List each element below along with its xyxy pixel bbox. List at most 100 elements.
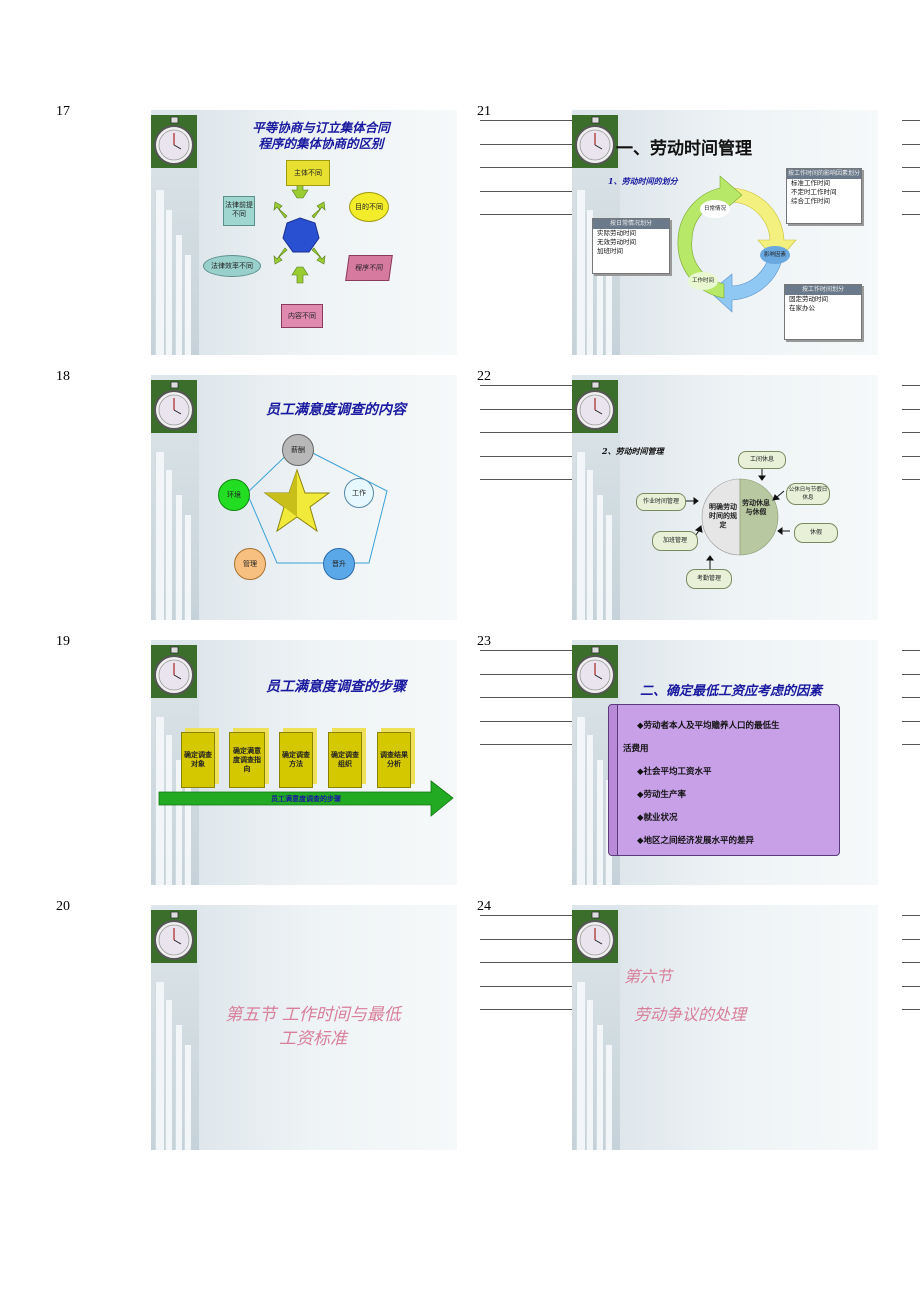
bullet-item: ◆劳动生产率 xyxy=(637,790,687,800)
note-line xyxy=(902,143,920,145)
note-line xyxy=(480,143,572,145)
box-程序不同: 程序不同 xyxy=(345,255,393,281)
cycle-label: 工作时间 xyxy=(688,272,718,290)
note-line xyxy=(902,455,920,457)
note-line xyxy=(902,938,920,940)
slide-title: 程序的集体协商的区别 xyxy=(258,136,384,151)
pill-公休日: 公休日与节假日休息 xyxy=(786,483,830,505)
slide-number: 22 xyxy=(477,369,491,384)
note-line xyxy=(902,1009,920,1010)
bullet-item: ◆就业状况 xyxy=(637,813,678,823)
slide-23[interactable]: 二、确定最低工资应考虑的因素 ◆劳动者本人及平均赡养人口的最低生 活费用 ◆社会… xyxy=(572,640,878,885)
circle-left-text: 明确劳动时间的规定 xyxy=(709,503,737,529)
info-box-daily: 按日常情况划分 实际劳动时间 无效劳动时间 加班时间 xyxy=(592,218,670,274)
pill-加班管理: 加班管理 xyxy=(652,531,698,551)
pill-休假: 休假 xyxy=(794,523,838,543)
circle-right-text: 劳动休息与休假 xyxy=(742,499,770,516)
center-circle xyxy=(684,468,790,571)
stopwatch-icon xyxy=(151,910,197,963)
box-内容不同: 内容不同 xyxy=(281,304,323,328)
note-line xyxy=(902,385,920,386)
note-line xyxy=(902,120,920,121)
step-box: 确定满意度调查指向 xyxy=(229,732,265,788)
step-box: 调查结果分析 xyxy=(377,732,411,788)
slide-number: 24 xyxy=(477,899,491,914)
note-line xyxy=(480,985,572,987)
slide-22[interactable]: 2、劳动时间管理 明确劳动时间的规定 劳动休息与休假 工间休息 公休日与节假日休… xyxy=(572,375,878,620)
note-line xyxy=(480,167,572,168)
slide-title: 第六节 xyxy=(624,967,673,986)
node-环境: 环境 xyxy=(218,479,250,511)
process-arrow xyxy=(158,780,454,817)
slide-24[interactable]: 第六节 劳动争议的处理 xyxy=(572,905,878,1150)
slide-title: 第五节 工作时间与最低 xyxy=(225,1005,401,1025)
info-item: 无效劳动时间 xyxy=(597,238,636,246)
step-box: 确定调查方法 xyxy=(279,732,313,788)
note-line xyxy=(902,720,920,722)
slide-20[interactable]: 第五节 工作时间与最低 工资标准 xyxy=(151,905,457,1150)
note-line xyxy=(902,190,920,192)
slide-subtitle: 1、劳动时间的划分 xyxy=(608,176,678,186)
box-法律前提不同: 法律前提不同 xyxy=(223,196,255,226)
pill-工间休息: 工间休息 xyxy=(738,451,786,469)
note-line xyxy=(480,673,572,675)
info-box-title: 按工作时间划分 xyxy=(785,285,861,295)
note-line xyxy=(902,214,920,215)
info-item: 实际劳动时间 xyxy=(597,229,636,237)
note-line xyxy=(480,650,572,651)
arrow-label: 员工满意度调查的步骤 xyxy=(271,795,341,803)
slide-number: 23 xyxy=(477,634,491,649)
bullet-item: ◆劳动者本人及平均赡养人口的最低生 xyxy=(637,721,780,731)
stopwatch-icon xyxy=(151,380,197,433)
scroll-panel: ◆劳动者本人及平均赡养人口的最低生 活费用 ◆社会平均工资水平 ◆劳动生产率 ◆… xyxy=(608,704,840,856)
slide-subtitle: 劳动争议的处理 xyxy=(634,1005,747,1024)
info-item: 标准工作时间 xyxy=(791,179,830,187)
cycle-label: 日常情况 xyxy=(700,200,730,218)
bullet-item: ◆社会平均工资水平 xyxy=(637,767,712,777)
slide-title: 员工满意度调查的内容 xyxy=(266,402,406,418)
info-item: 在家办公 xyxy=(789,304,815,312)
note-line xyxy=(902,167,920,168)
slide-18[interactable]: 员工满意度调查的内容 薪酬 工作 晋升 管理 环境 xyxy=(151,375,457,620)
note-line xyxy=(480,697,572,698)
box-主体不同: 主体不同 xyxy=(286,160,330,186)
note-line xyxy=(480,432,572,433)
slide-19[interactable]: 员工满意度调查的步骤 员工满意度调查的步骤 确定调查对象 确定满意度调查指向 确… xyxy=(151,640,457,885)
note-line xyxy=(902,697,920,698)
hub-arrows xyxy=(273,181,326,284)
step-box: 确定调查对象 xyxy=(181,732,215,788)
info-item: 固定劳动时间 xyxy=(789,295,828,303)
step-box: 确定调查组织 xyxy=(328,732,362,788)
box-目的不同: 目的不同 xyxy=(349,192,389,222)
note-line xyxy=(480,408,572,410)
note-line xyxy=(480,938,572,940)
cycle-label: 影响因素 xyxy=(760,246,790,264)
slide-subtitle: 2、劳动时间管理 xyxy=(602,446,664,456)
pill-考勤管理: 考勤管理 xyxy=(686,569,732,589)
cycle-diagram xyxy=(677,175,797,313)
note-line xyxy=(902,673,920,675)
note-line xyxy=(902,650,920,651)
slide-title: 员工满意度调查的步骤 xyxy=(266,679,406,695)
note-line xyxy=(902,962,920,963)
note-line xyxy=(902,915,920,916)
slide-number: 21 xyxy=(477,104,491,119)
note-line xyxy=(480,190,572,192)
note-line xyxy=(480,915,572,916)
box-法律效率不同: 法律效率不同 xyxy=(203,255,261,277)
note-line xyxy=(480,214,572,215)
slide-17[interactable]: 平等协商与订立集体合同 程序的集体协商的区别 主体不同 目的不同 程序不同 内容… xyxy=(151,110,457,355)
slide-title: 工资标准 xyxy=(279,1029,347,1049)
info-item: 综合工作时间 xyxy=(791,197,830,205)
note-line xyxy=(902,408,920,410)
info-item: 不定时工作时间 xyxy=(791,188,837,196)
slide-21[interactable]: 一、劳动时间管理 1、劳动时间的划分 日常情况 影响因素 工作时间 按工作时间的… xyxy=(572,110,878,355)
info-box-time: 按工作时间划分 固定劳动时间 在家办公 xyxy=(784,284,862,340)
pill-作业时间管理: 作业时间管理 xyxy=(636,493,686,511)
note-line xyxy=(902,985,920,987)
note-line xyxy=(480,744,572,745)
note-line xyxy=(480,1009,572,1010)
node-晋升: 晋升 xyxy=(323,548,355,580)
info-box-factors: 按工作时间的影响因素划分 标准工作时间 不定时工作时间 综合工作时间 xyxy=(786,168,862,224)
note-line xyxy=(902,744,920,745)
